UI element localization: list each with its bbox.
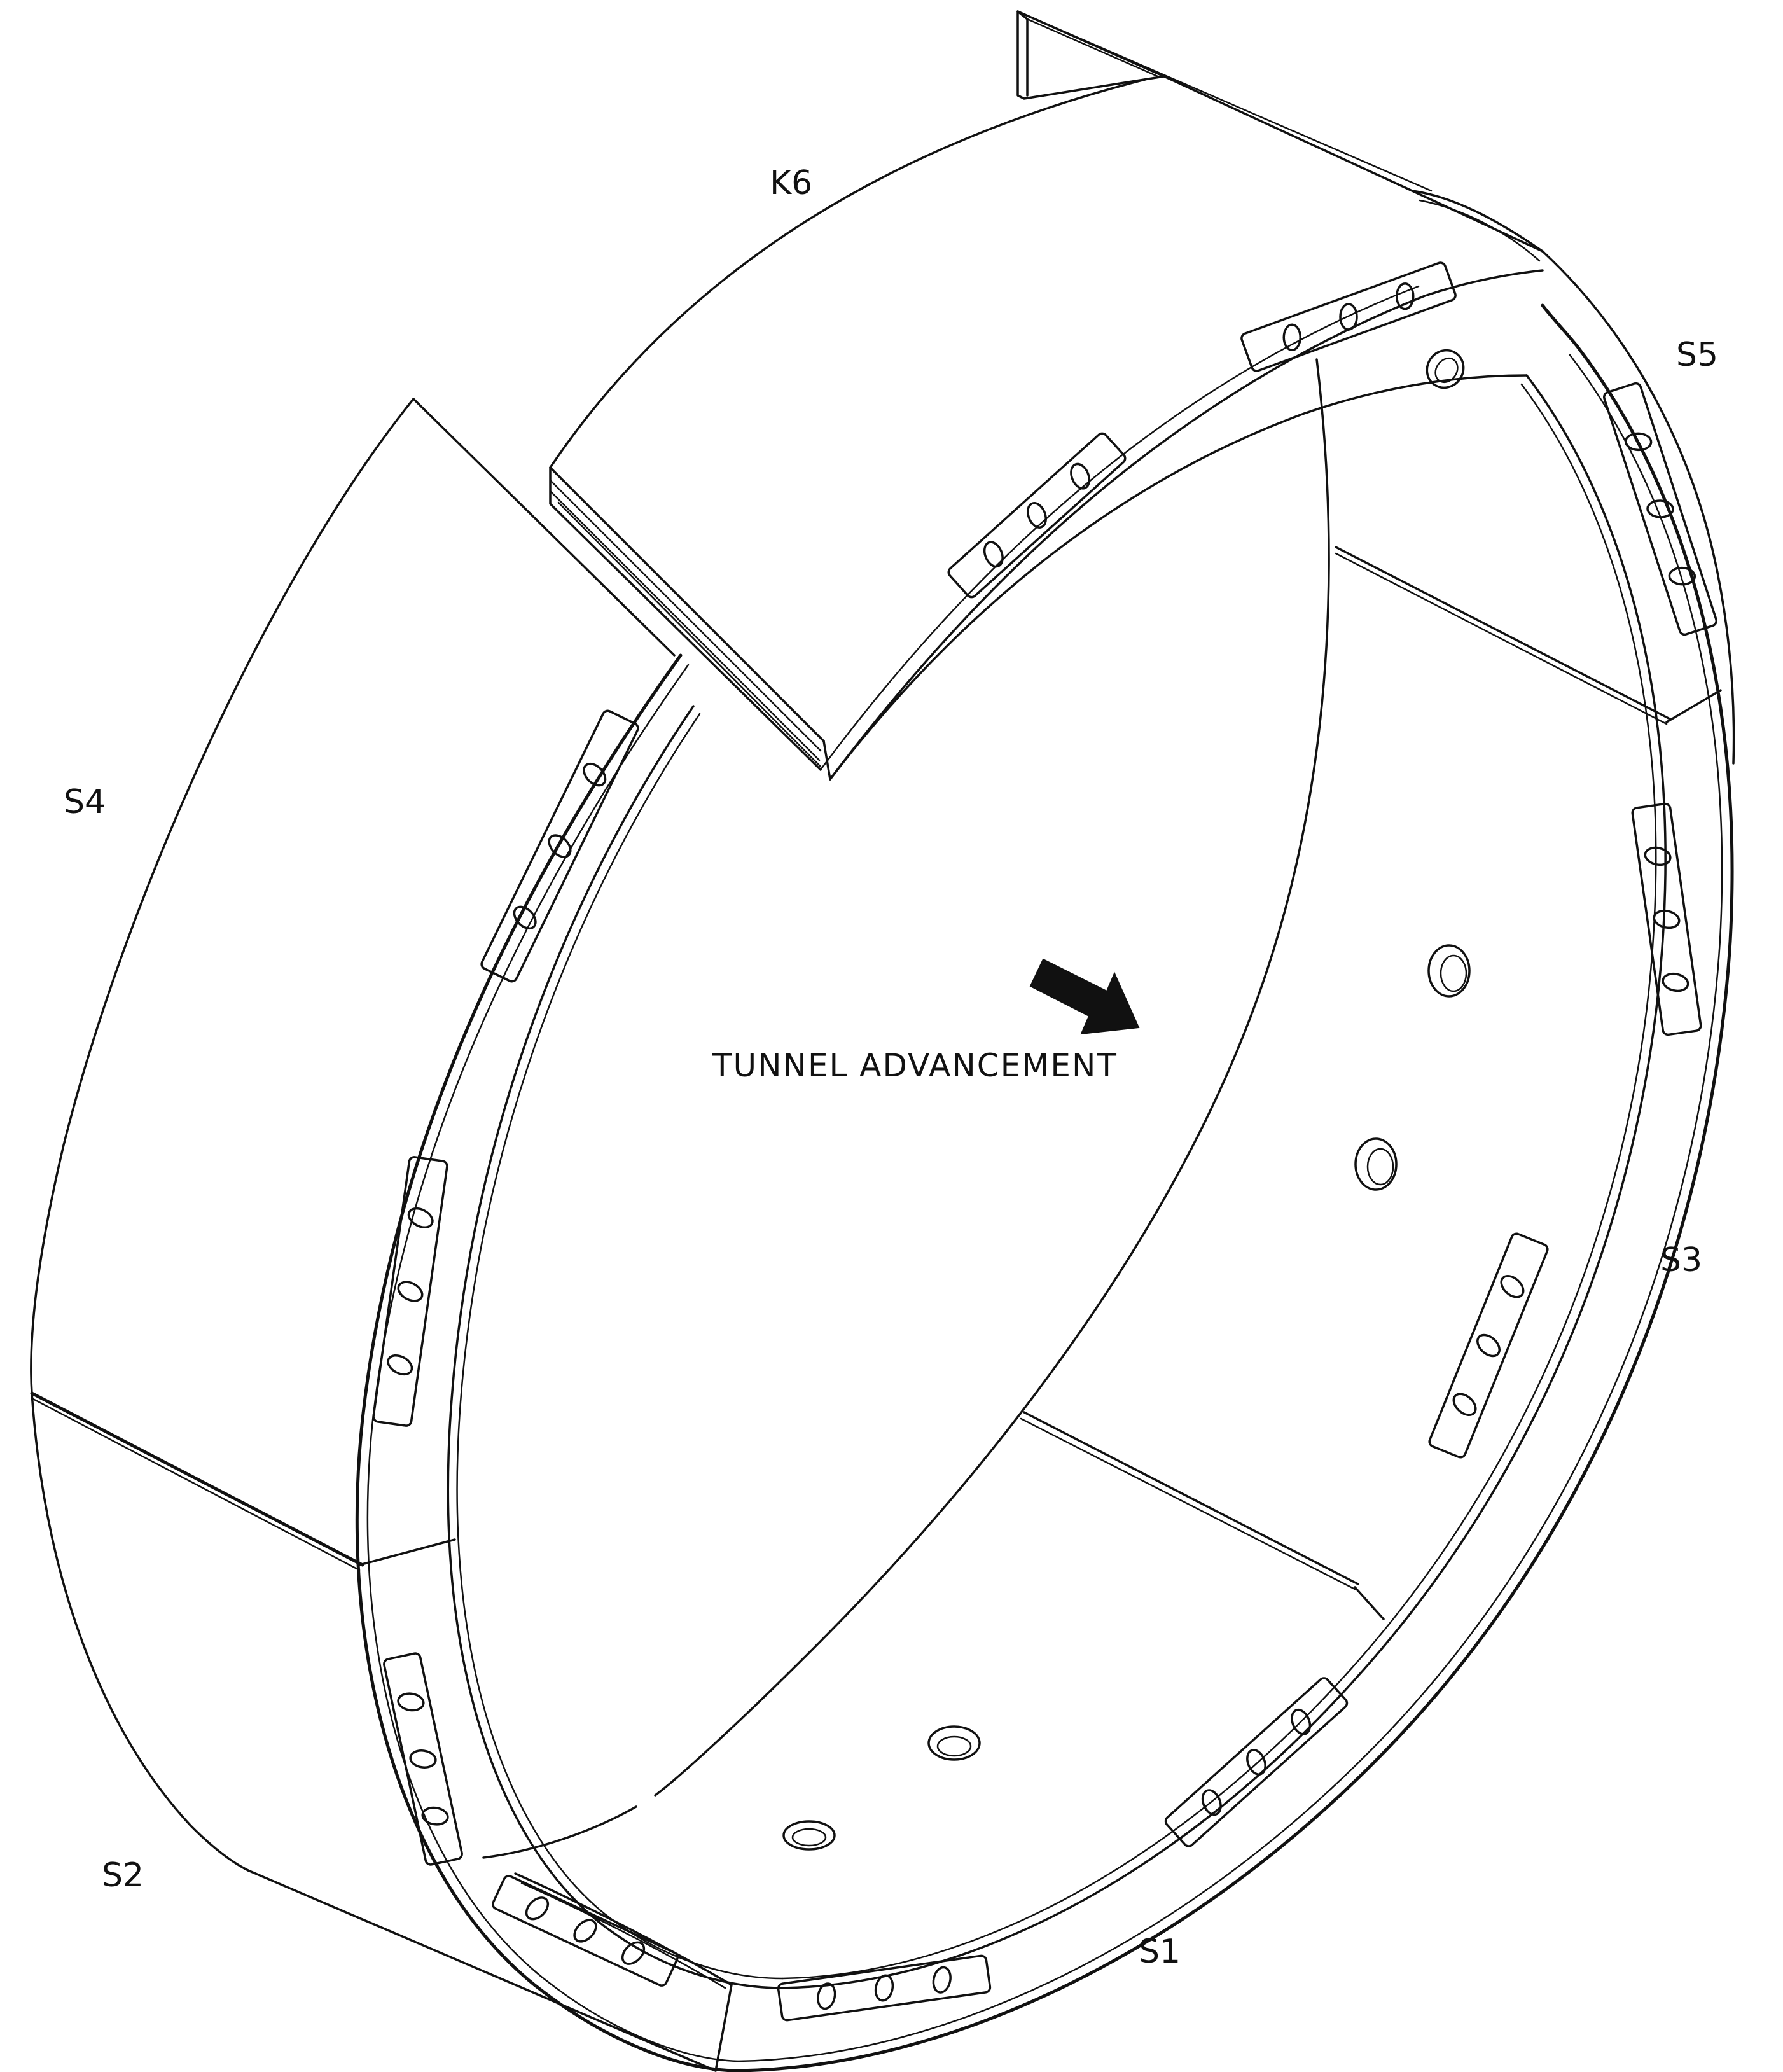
tunnel-advancement-caption: TUNNEL ADVANCEMENT — [712, 1047, 1118, 1084]
bolt-pocket — [1428, 1232, 1549, 1459]
bolt-hole — [817, 1982, 836, 2010]
bolt-hole — [407, 1207, 434, 1229]
bolt-hole — [932, 1966, 952, 1994]
pocket-recess — [1428, 1232, 1549, 1459]
pocket-recess — [1631, 802, 1702, 1036]
bolt-hole — [621, 1941, 646, 1965]
bolt-hole — [1246, 1749, 1266, 1776]
bolt-hole — [1662, 972, 1689, 992]
bolt-hole — [983, 541, 1004, 568]
bolt-pocket — [1164, 1677, 1349, 1847]
label-s2: S2 — [102, 1856, 144, 1895]
pocket-recess — [1240, 261, 1457, 372]
label-s1: S1 — [1139, 1933, 1181, 1971]
pocket-recess — [372, 1156, 448, 1427]
bolt-hole — [1282, 323, 1302, 352]
pocket-recess — [1164, 1677, 1349, 1847]
ring-outer-shell — [30, 398, 717, 2072]
bolt-hole — [548, 834, 572, 858]
grout-hole-s3-lower — [1354, 1137, 1398, 1191]
bolt-hole — [1201, 1789, 1222, 1816]
bolt-hole — [421, 1806, 449, 1826]
bolt-hole — [1291, 1708, 1312, 1735]
bolt-hole — [525, 1896, 550, 1921]
bolt-pocket — [947, 432, 1127, 599]
bolt-hole — [1646, 499, 1674, 518]
bolt-hole — [1452, 1393, 1477, 1416]
bolt-pocket — [492, 1875, 679, 1987]
label-s4: S4 — [64, 783, 106, 821]
bolt-hole — [1395, 282, 1415, 310]
arrow-down-right-icon — [1029, 958, 1140, 1035]
grout-hole-s1-right — [927, 1725, 981, 1761]
bolt-pocket — [383, 1652, 463, 1866]
bolt-hole — [1070, 462, 1091, 490]
bolt-hole — [1644, 846, 1672, 866]
bolt-hole — [513, 905, 537, 930]
pocket-recess — [777, 1954, 992, 2022]
bolt-pocket — [777, 1954, 992, 2022]
bolt-pocket — [1631, 802, 1702, 1036]
grout-hole-s1-left — [782, 1820, 836, 1851]
bolt-hole — [397, 1281, 424, 1302]
bolt-hole — [1027, 502, 1047, 529]
k6-key-segment — [549, 10, 1544, 781]
pocket-recess — [947, 432, 1127, 599]
bolt-hole — [874, 1974, 894, 2002]
bolt-hole — [573, 1919, 597, 1943]
pocket-recess — [480, 709, 639, 983]
grout-hole-s3-upper — [1427, 944, 1471, 998]
bolt-hole — [397, 1692, 425, 1712]
pocket-recess — [383, 1652, 463, 1866]
grout-hole-s5 — [1426, 349, 1465, 389]
label-s3: S3 — [1660, 1241, 1702, 1279]
bolt-hole — [409, 1749, 437, 1769]
bolt-hole — [1653, 909, 1681, 929]
bolt-pockets — [372, 261, 1718, 2022]
bolt-pocket — [1602, 382, 1718, 636]
bolt-hole — [1624, 432, 1653, 452]
bolt-pocket — [480, 709, 639, 983]
bolt-pocket — [372, 1156, 448, 1427]
ring-interior — [482, 358, 1671, 1989]
front-joints — [358, 689, 1722, 2072]
label-s5: S5 — [1676, 336, 1718, 374]
pocket-recess — [1602, 382, 1718, 636]
pocket-recess — [492, 1875, 679, 1987]
bolt-hole — [583, 762, 607, 787]
label-k6: K6 — [770, 164, 812, 202]
front-ring-annulus — [355, 250, 1735, 2072]
bolt-hole — [387, 1354, 413, 1376]
bolt-hole — [1668, 566, 1696, 586]
grout-holes — [782, 349, 1471, 1851]
bolt-pocket — [1240, 261, 1457, 372]
bolt-hole — [1476, 1333, 1501, 1358]
bolt-hole — [1500, 1275, 1525, 1298]
